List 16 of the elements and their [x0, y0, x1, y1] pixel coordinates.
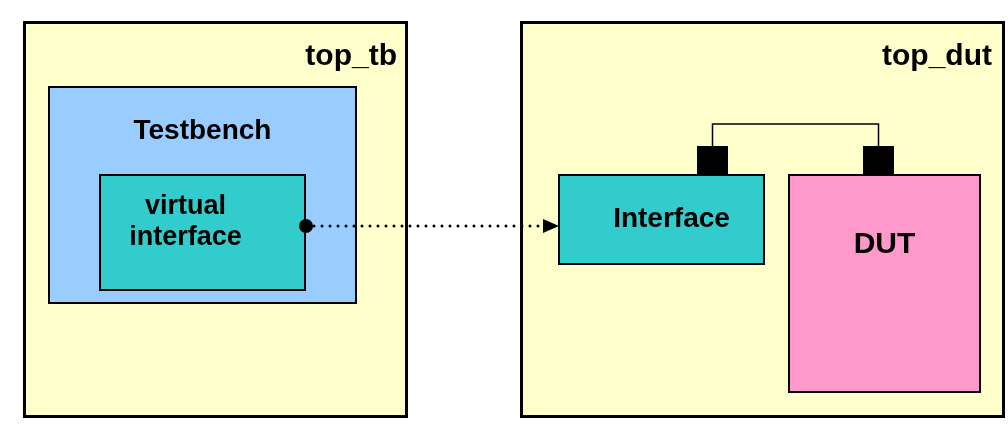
block-label: top_dut: [882, 38, 992, 73]
module-box: [520, 21, 1005, 418]
block-label: virtual interface: [128, 190, 243, 253]
port-block: [697, 146, 728, 175]
interface-box: [558, 174, 765, 265]
block-label: DUT: [852, 226, 917, 261]
block-label: Testbench: [132, 114, 273, 147]
connector-line: [711, 123, 880, 147]
dut-box: [788, 174, 981, 393]
module-box: [23, 21, 408, 418]
dotted-arrow: [299, 219, 560, 233]
interface-box: [99, 174, 306, 291]
block-label: top_tb: [305, 38, 397, 73]
block-label: Interface: [612, 202, 731, 235]
port-block: [863, 146, 894, 175]
class-box: [48, 86, 357, 304]
